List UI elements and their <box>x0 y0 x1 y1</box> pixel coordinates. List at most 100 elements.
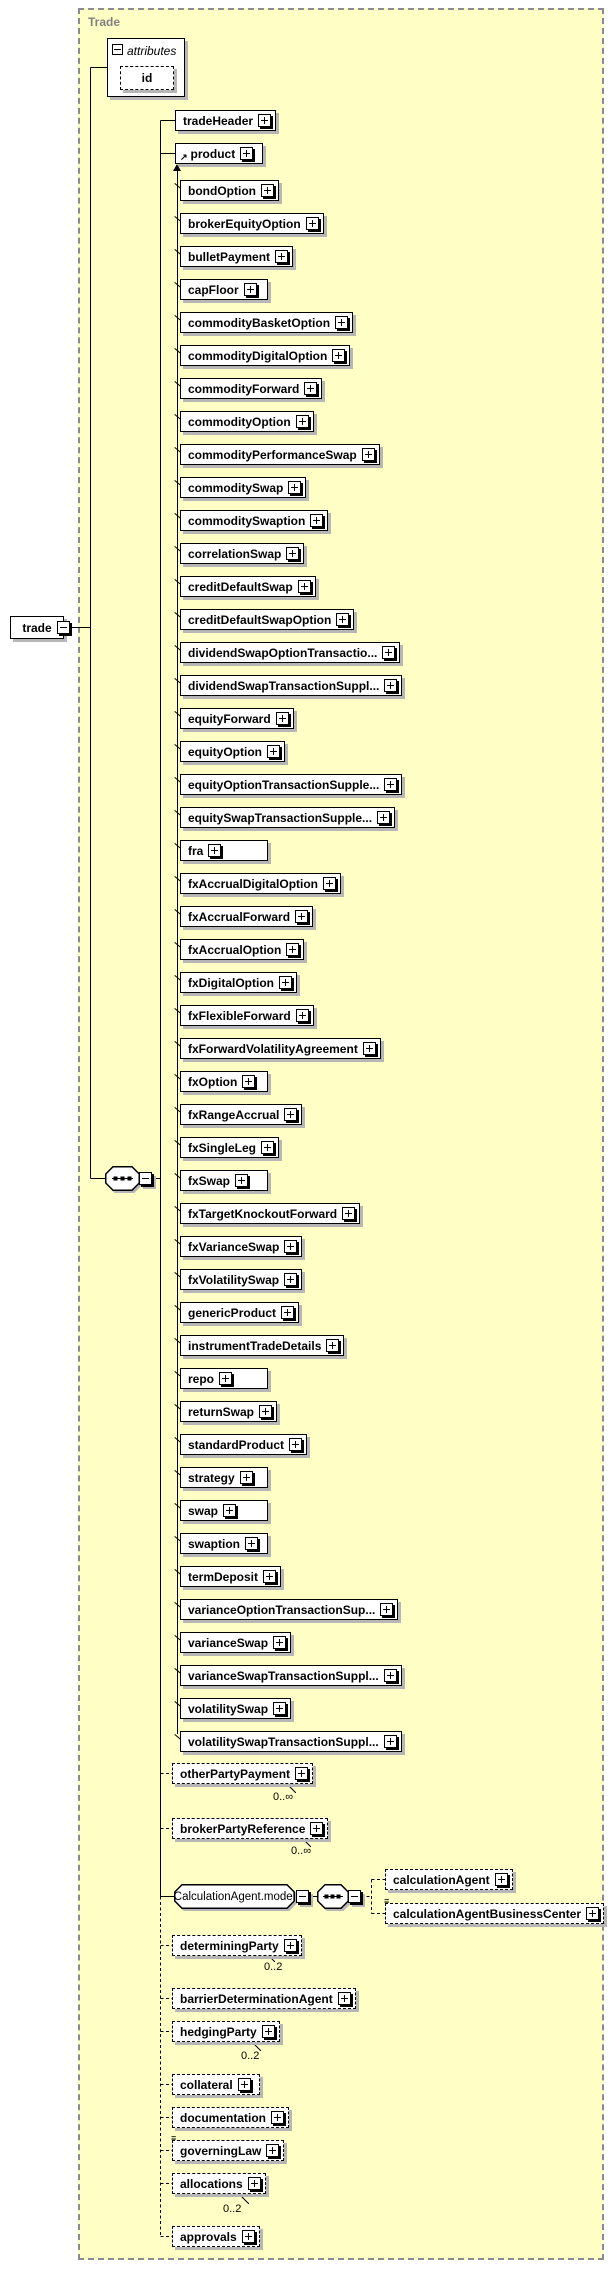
expand-icon[interactable] <box>586 1907 600 1920</box>
element-box[interactable]: genericProduct <box>180 1302 300 1323</box>
element-box[interactable]: bondOption <box>180 180 279 201</box>
element-box[interactable]: fxVolatilitySwap <box>180 1269 303 1290</box>
sequence-icon[interactable] <box>317 1884 361 1909</box>
expand-icon[interactable] <box>259 1405 273 1418</box>
element-box[interactable]: returnSwap <box>180 1401 278 1422</box>
element-box[interactable]: equityForward <box>180 708 294 729</box>
expand-icon[interactable] <box>383 1669 397 1682</box>
expand-icon[interactable] <box>275 712 289 725</box>
element-tradeHeader[interactable]: tradeHeader <box>175 110 277 131</box>
element-box[interactable]: commodityBasketOption <box>180 312 354 333</box>
expand-icon[interactable] <box>288 481 302 494</box>
model-group-calculation-agent[interactable]: CalculationAgent.model <box>174 1884 309 1909</box>
expand-icon[interactable] <box>275 250 289 263</box>
element-box[interactable]: varianceSwapTransactionSuppl... <box>180 1665 402 1686</box>
element-box[interactable]: commoditySwap <box>180 477 307 498</box>
expand-icon[interactable] <box>279 976 292 989</box>
expand-icon[interactable] <box>237 2078 251 2091</box>
element-box[interactable]: commodityForward <box>180 378 323 399</box>
expand-icon[interactable] <box>284 1108 298 1121</box>
expand-icon[interactable] <box>384 679 398 692</box>
collapse-icon[interactable] <box>57 621 70 634</box>
expand-icon[interactable] <box>245 1537 259 1550</box>
expand-icon[interactable] <box>295 415 309 428</box>
element-box[interactable]: fxAccrualForward <box>180 906 314 927</box>
element-box[interactable]: equityOption <box>180 741 285 762</box>
element-box[interactable]: commoditySwaption <box>180 510 329 531</box>
expand-icon[interactable] <box>284 1240 298 1253</box>
collapse-icon[interactable] <box>112 44 123 55</box>
element-otherPartyPayment[interactable]: otherPartyPayment <box>172 1763 314 1784</box>
expand-icon[interactable] <box>295 1767 309 1780</box>
expand-icon[interactable] <box>263 1570 277 1583</box>
expand-icon[interactable] <box>223 1504 237 1517</box>
expand-icon[interactable] <box>239 1471 253 1484</box>
expand-icon[interactable] <box>247 2177 261 2190</box>
expand-icon[interactable] <box>383 1735 397 1748</box>
expand-icon[interactable] <box>286 943 300 956</box>
expand-icon[interactable] <box>242 1075 256 1088</box>
expand-icon[interactable] <box>260 184 274 197</box>
expand-icon[interactable] <box>289 1438 303 1451</box>
expand-icon[interactable] <box>323 877 337 890</box>
element-box[interactable]: creditDefaultSwapOption <box>180 609 355 630</box>
attributes-group[interactable]: attributes id <box>107 38 185 97</box>
expand-icon[interactable] <box>361 448 375 461</box>
expand-icon[interactable] <box>335 316 349 329</box>
expand-icon[interactable] <box>337 1992 351 2005</box>
expand-icon[interactable] <box>273 1702 287 1715</box>
element-calculationAgent[interactable]: calculationAgent <box>385 1869 513 1890</box>
element-box[interactable]: repo <box>180 1368 268 1389</box>
expand-icon[interactable] <box>295 1009 309 1022</box>
element-box[interactable]: standardProduct <box>180 1434 308 1455</box>
element-box[interactable]: strategy <box>180 1467 268 1488</box>
expand-icon[interactable] <box>310 1822 324 1835</box>
expand-icon[interactable] <box>310 514 324 527</box>
element-box[interactable]: capFloor <box>180 279 268 300</box>
expand-icon[interactable] <box>219 1372 233 1385</box>
element-box[interactable]: volatilitySwapTransactionSuppl... <box>180 1731 402 1752</box>
expand-icon[interactable] <box>494 1873 508 1886</box>
element-box[interactable]: fxRangeAccrual <box>180 1104 303 1125</box>
element-box[interactable]: fxOption <box>180 1071 268 1092</box>
sequence-icon[interactable] <box>105 1166 152 1191</box>
expand-icon[interactable] <box>261 2025 275 2038</box>
element-box[interactable]: brokerEquityOption <box>180 213 324 234</box>
element-box[interactable]: equitySwapTransactionSupple... <box>180 807 396 828</box>
expand-icon[interactable] <box>208 844 222 857</box>
element-box[interactable]: varianceSwap <box>180 1632 292 1653</box>
expand-icon[interactable] <box>382 646 396 659</box>
expand-icon[interactable] <box>384 778 398 791</box>
element-box[interactable]: dividendSwapOptionTransactio... <box>180 642 401 663</box>
element-box[interactable]: fxSwap <box>180 1170 268 1191</box>
element-box[interactable]: fxAccrualOption <box>180 939 305 960</box>
element-allocations[interactable]: allocations <box>172 2173 266 2194</box>
element-trade[interactable]: trade <box>10 616 70 639</box>
expand-icon[interactable] <box>336 613 350 626</box>
element-box[interactable]: correlationSwap <box>180 543 305 564</box>
element-collateral[interactable]: collateral <box>172 2074 260 2095</box>
expand-icon[interactable] <box>266 2144 280 2157</box>
element-box[interactable]: commodityPerformanceSwap <box>180 444 380 465</box>
element-product[interactable]: ↗ product <box>175 143 263 164</box>
expand-icon[interactable] <box>326 1339 340 1352</box>
element-box[interactable]: fxAccrualDigitalOption <box>180 873 342 894</box>
element-box[interactable]: commodityOption <box>180 411 314 432</box>
element-box[interactable]: commodityDigitalOption <box>180 345 351 366</box>
expand-icon[interactable] <box>267 745 280 758</box>
expand-icon[interactable] <box>305 217 319 230</box>
expand-icon[interactable] <box>295 910 309 923</box>
expand-icon[interactable] <box>258 114 272 127</box>
expand-icon[interactable] <box>342 1207 356 1220</box>
expand-icon[interactable] <box>286 547 300 560</box>
element-box[interactable]: fxFlexibleForward <box>180 1005 314 1026</box>
expand-icon[interactable] <box>304 382 318 395</box>
expand-icon[interactable] <box>332 349 346 362</box>
expand-icon[interactable] <box>297 580 311 593</box>
expand-icon[interactable] <box>240 147 254 160</box>
collapse-icon[interactable] <box>348 1890 361 1903</box>
attribute-id[interactable]: id <box>120 66 174 90</box>
element-box[interactable]: volatilitySwap <box>180 1698 292 1719</box>
expand-icon[interactable] <box>243 283 257 296</box>
element-hedgingParty[interactable]: hedgingParty <box>172 2021 280 2042</box>
